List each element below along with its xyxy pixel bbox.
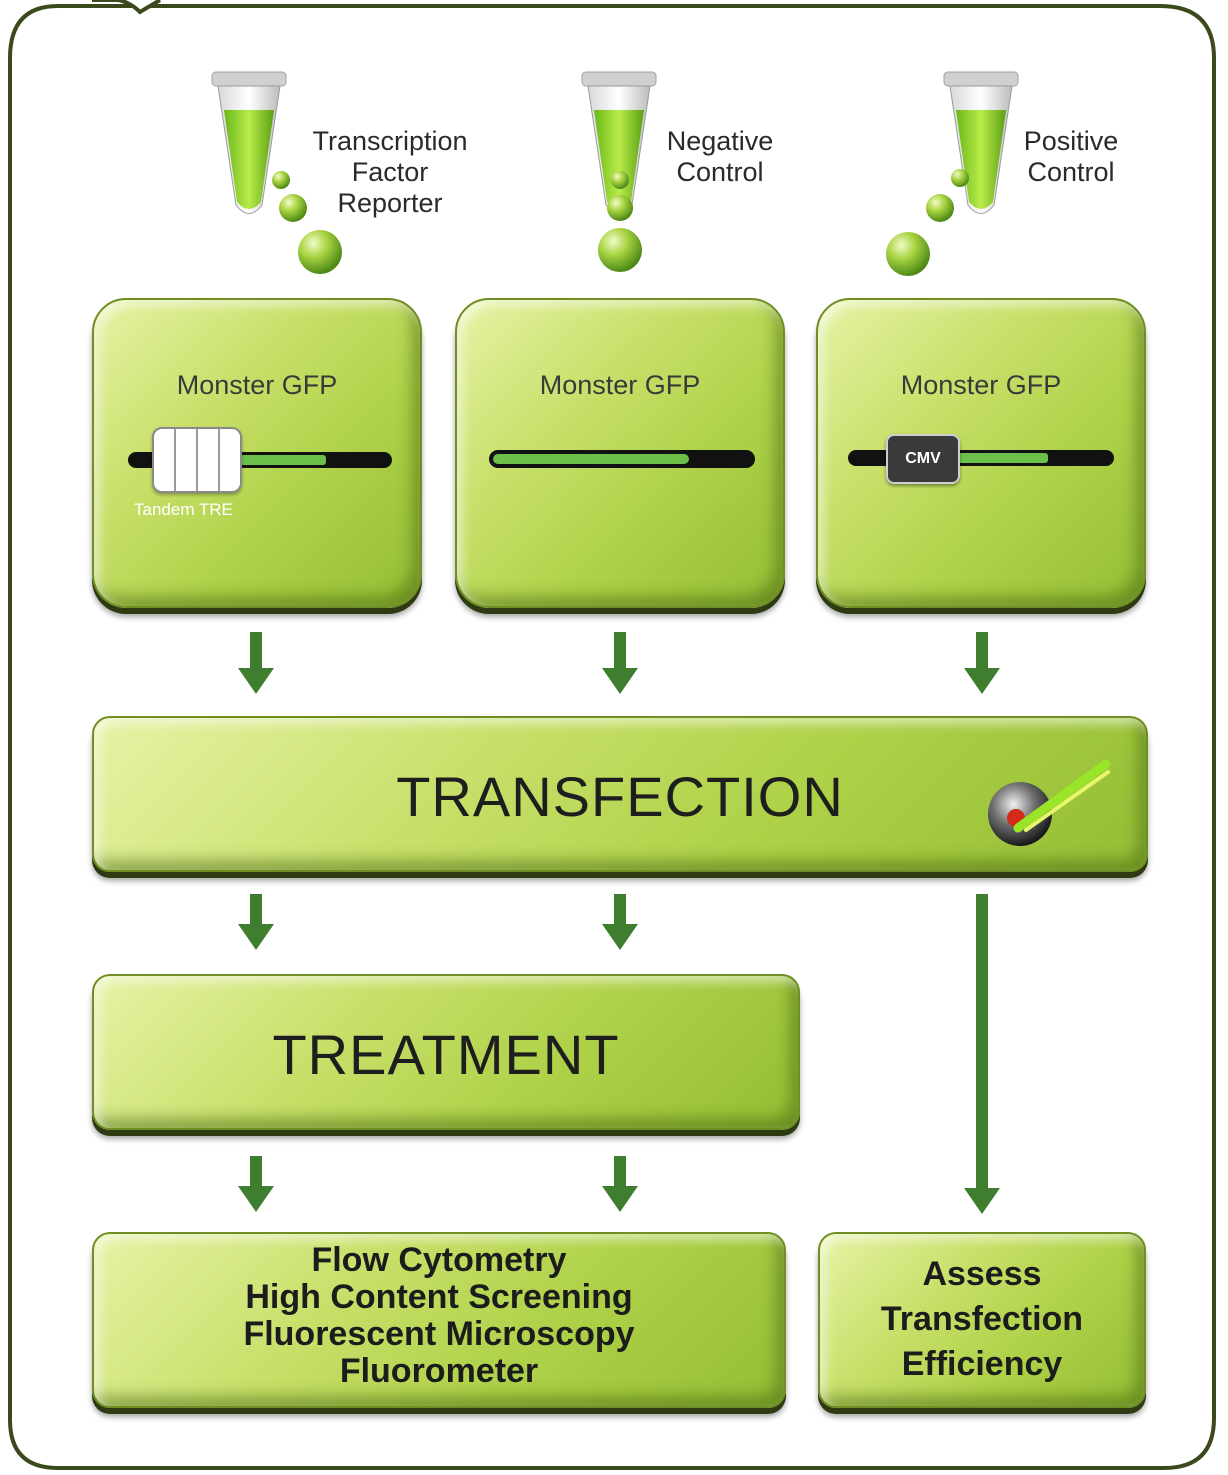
- vector-title: Monster GFP: [176, 370, 338, 400]
- vector-title: Monster GFP: [900, 370, 1062, 400]
- assays-box: Flow Cytometry High Content Screening Fl…: [92, 1232, 786, 1408]
- assay-item: Fluorescent Microscopy: [243, 1315, 635, 1353]
- tube-label-reporter: Transcription Factor Reporter: [312, 126, 468, 218]
- treatment-box: TREATMENT: [92, 974, 800, 1130]
- tube-label-negative: Negative Control: [666, 126, 774, 187]
- frame-notch: [92, 0, 162, 15]
- tube-icon-negative: [581, 71, 657, 214]
- vector-title: Monster GFP: [539, 370, 701, 400]
- transfection-label: TRANSFECTION: [396, 765, 844, 828]
- arrows-to-assays: [238, 1156, 638, 1212]
- cmv-label: CMV: [905, 450, 941, 467]
- efficiency-line: Assess: [922, 1255, 1042, 1293]
- tube-icon-reporter: [211, 71, 287, 214]
- assay-item: Flow Cytometry: [311, 1241, 567, 1279]
- efficiency-box: Assess Transfection Efficiency: [818, 1232, 1146, 1408]
- vector-box-positive: Monster GFP CMV: [816, 298, 1146, 608]
- transfection-box: TRANSFECTION: [92, 716, 1148, 872]
- arrows-to-transfection: [238, 632, 1000, 694]
- assay-item: High Content Screening: [245, 1278, 633, 1316]
- tube-label-positive: Positive Control: [1023, 126, 1119, 187]
- transfection-reagent-icon: [988, 759, 1111, 846]
- efficiency-text: Assess Transfection Efficiency: [820, 1252, 1144, 1387]
- arrows-to-treatment: [238, 894, 638, 950]
- gfp-gene-bar: [240, 455, 326, 465]
- gfp-gene-bar: [958, 453, 1048, 463]
- vector-box-negative: Monster GFP: [455, 298, 785, 608]
- assays-list: Flow Cytometry High Content Screening Fl…: [94, 1242, 784, 1390]
- efficiency-line: Transfection: [880, 1300, 1084, 1338]
- efficiency-line: Efficiency: [901, 1345, 1063, 1383]
- assay-item: Fluorometer: [339, 1352, 539, 1390]
- gfp-gene-bar: [493, 454, 689, 464]
- frame-outline: [8, 3, 1216, 1470]
- arrow-to-efficiency: [964, 894, 1000, 1214]
- cmv-promoter: CMV: [886, 434, 960, 484]
- treatment-label: TREATMENT: [272, 1023, 620, 1086]
- tandem-tre-label: Tandem TRE: [134, 500, 233, 519]
- tandem-tre-element: [152, 427, 242, 493]
- vector-box-reporter: Monster GFP Tandem TRE: [92, 298, 422, 608]
